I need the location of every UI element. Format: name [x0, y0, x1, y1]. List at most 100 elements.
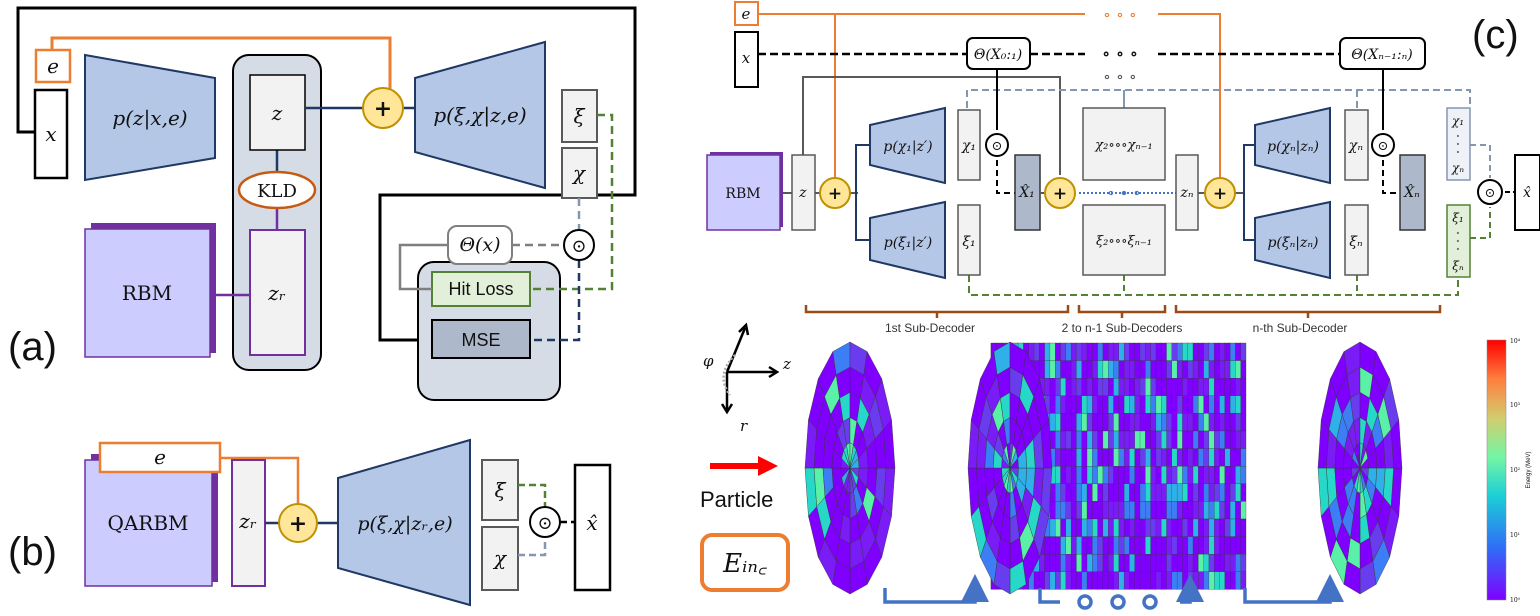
calorimeter-cell [1223, 378, 1231, 396]
calorimeter-cell [1149, 571, 1157, 590]
zr-label: zᵣ [267, 281, 286, 305]
calorimeter-cell [1170, 536, 1178, 555]
calorimeter-cell [1223, 536, 1231, 555]
calorimeter-cell [1239, 554, 1247, 572]
calorimeter-cell [1213, 395, 1220, 414]
calorimeter-cell [1128, 395, 1135, 414]
calorimeter-cell [1080, 501, 1088, 520]
calorimeter-cell [1176, 360, 1183, 379]
calorimeter-cell [1128, 360, 1135, 379]
calorimeter-cell [1043, 342, 1051, 361]
xi-stack-labels: ξ₁ ∘ ∘ ∘ ξₙ [1452, 211, 1464, 273]
calorimeter-cell [1064, 430, 1072, 449]
calorimeter-cell [1086, 466, 1093, 484]
calorimeter-cell [1096, 536, 1104, 555]
calorimeter-cell [1186, 448, 1194, 467]
calorimeter-cell [1155, 554, 1162, 572]
e-box [98, 441, 222, 474]
calorimeter-cell [1213, 571, 1220, 590]
calorimeter-cell [1064, 395, 1072, 414]
calorimeter-cell [1064, 342, 1072, 361]
calorimeter-cell [1192, 466, 1199, 484]
calorimeter-cell [1009, 457, 1019, 469]
calorimeter-cell [1223, 483, 1231, 502]
chi-label: χ [492, 546, 508, 570]
calorimeter-cell [1096, 413, 1104, 432]
calorimeter-cell [1054, 448, 1061, 467]
calorimeter-cell [1208, 395, 1215, 414]
calorimeter-cell [1218, 466, 1225, 484]
calorimeter-cell [1139, 395, 1146, 414]
calorimeter-last-layer [1317, 341, 1403, 595]
calorimeter-cell [1176, 342, 1183, 361]
calorimeter-cell [1128, 448, 1135, 467]
calorimeter-cell [1170, 430, 1178, 449]
calorimeter-cell [1149, 483, 1157, 502]
decoder-chin-label: p(χₙ|zₙ) [1267, 139, 1319, 155]
concat-symbol: + [1213, 184, 1227, 204]
calorimeter-cell [1064, 483, 1072, 502]
calorimeter-cell [1139, 501, 1146, 520]
calorimeter-cell [1070, 448, 1077, 467]
calorimeter-cell [1223, 430, 1231, 449]
calorimeter-cell [1202, 501, 1210, 520]
calorimeter-cell [1054, 360, 1061, 379]
calorimeter-cell [1160, 395, 1167, 414]
calorimeter-cell [1176, 395, 1183, 414]
xhat-label: x̂ [586, 511, 597, 535]
calorimeter-cell [1144, 536, 1151, 555]
calorimeter-cell [1128, 466, 1135, 484]
calorimeter-cell [1128, 536, 1135, 555]
hit-loss-label: Hit Loss [448, 279, 513, 299]
colorbar-tick: 10¹ [1510, 532, 1520, 539]
calorimeter-cell [1181, 554, 1188, 572]
decoder-xin-label: p(ξₙ|zₙ) [1267, 235, 1318, 251]
calorimeter-cell [1091, 448, 1098, 467]
calorimeter-cell [1096, 571, 1104, 590]
calorimeter-cell [1144, 395, 1151, 414]
calorimeter-cell [1059, 466, 1066, 484]
calorimeter-cell [1064, 466, 1072, 484]
calorimeter-cell [1070, 466, 1077, 484]
panel-a: e x p(z|x,e) z KLD zᵣ RBM + p(ξ,χ|z,e) ξ… [8, 6, 637, 401]
calorimeter-cell [1112, 554, 1119, 572]
calorimeter-cell [1213, 378, 1220, 396]
calorimeter-cell [1176, 466, 1183, 484]
calorimeter-cell [1155, 430, 1162, 449]
calorimeter-cell [1102, 466, 1109, 484]
calorimeter-cell [1197, 554, 1204, 572]
calorimeter-cell [1091, 518, 1098, 537]
calorimeter-cell [1117, 413, 1125, 432]
calorimeter-cell [1075, 395, 1082, 414]
calorimeter-cell [1181, 413, 1188, 432]
calorimeter-cell [1049, 518, 1056, 537]
calorimeter-cell [1234, 342, 1241, 361]
calorimeter-cell [1139, 448, 1146, 467]
calorimeter-cell [1112, 466, 1119, 484]
calorimeter-cell [1107, 360, 1114, 379]
calorimeter-cell [1186, 536, 1194, 555]
calorimeter-cell [1070, 554, 1077, 572]
hadamard-final [1477, 179, 1503, 205]
calorimeter-cell [1208, 413, 1215, 432]
calorimeter-cell [1170, 342, 1178, 361]
calorimeter-cell [1165, 483, 1172, 502]
calorimeter-cell [1359, 457, 1369, 469]
calorimeter-cell [1165, 518, 1172, 537]
calorimeter-cell [1123, 360, 1130, 379]
calorimeter-cell [1229, 518, 1236, 537]
svg-text:ξ₁: ξ₁ [1452, 211, 1463, 225]
calorimeter-cell [1086, 448, 1093, 467]
calorimeter-cell [1186, 378, 1194, 396]
calorimeter-cell [1192, 378, 1199, 396]
calorimeter-cell [1181, 342, 1188, 361]
calorimeter-cell [1123, 554, 1130, 572]
calorimeter-cell [1096, 466, 1104, 484]
calorimeter-cell [1223, 501, 1231, 520]
kld-label: KLD [257, 181, 297, 202]
calorimeter-cell [1176, 518, 1183, 537]
calorimeter-cell [1112, 395, 1119, 414]
calorimeter-cell [1096, 378, 1104, 396]
xi1-label: ξ₁ [962, 234, 975, 250]
